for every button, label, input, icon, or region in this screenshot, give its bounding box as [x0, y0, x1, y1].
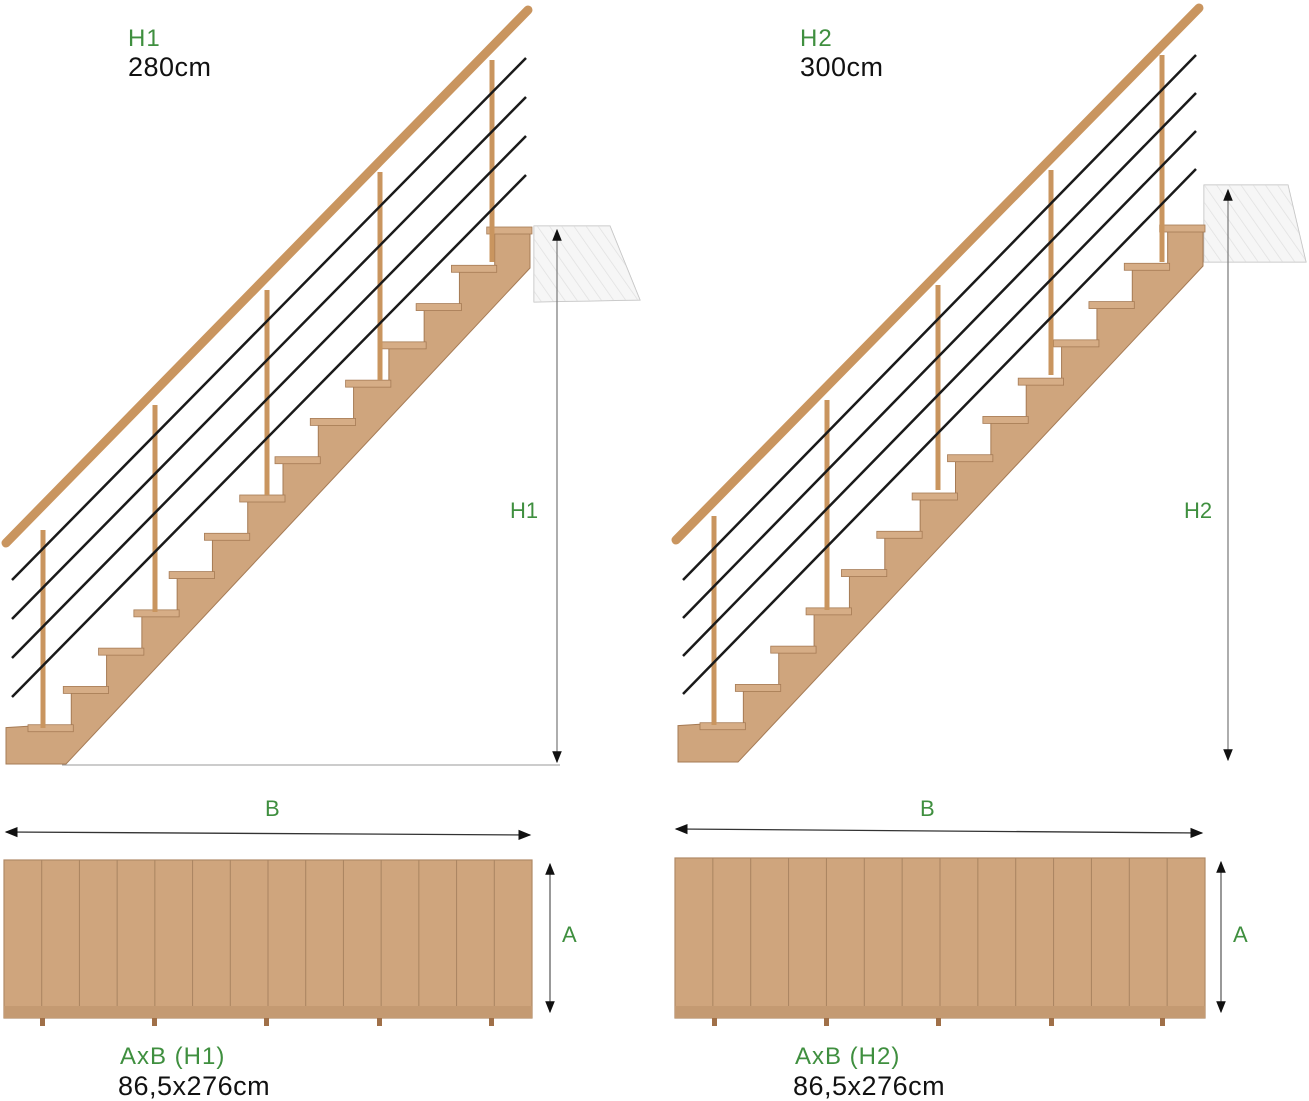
stair-elevation-h1 [1, 5, 641, 766]
stair-tread [380, 341, 427, 350]
handrail-h2 [671, 3, 1204, 545]
height-value-h2: 300cm [800, 52, 884, 82]
stair-tread [204, 532, 251, 541]
stair-tread [982, 416, 1029, 424]
stair-tread [98, 647, 145, 656]
height-value-h1: 280cm [128, 52, 212, 82]
width-dimension-h2 [674, 823, 1204, 839]
plan-posts-h1 [40, 1018, 494, 1026]
stair-tread [1053, 339, 1100, 348]
height-label-h1: H1 [128, 25, 161, 52]
dim-depth-label-h1: A [562, 922, 577, 947]
stair-tread [947, 454, 994, 463]
landing-block-h1 [533, 225, 641, 303]
stair-tread [699, 722, 746, 731]
stair-stringer-h1 [5, 226, 533, 765]
size-label-h1: AxB (H1) [120, 1043, 226, 1070]
stair-tread [1088, 301, 1135, 309]
plan-posts-h2 [712, 1018, 1165, 1026]
stair-tread [1159, 224, 1206, 233]
size-value-h1: 86,5x276cm [118, 1071, 271, 1101]
stair-tread [734, 684, 782, 692]
stair-tread [274, 456, 321, 465]
balusters-h1 [40, 60, 495, 728]
dim-depth-label-h2: A [1233, 922, 1248, 947]
size-label-h2: AxB (H2) [795, 1043, 901, 1070]
size-value-h2: 86,5x276cm [793, 1071, 946, 1101]
dim-width-label-h2: B [920, 796, 935, 821]
stair-tread [1017, 377, 1064, 386]
stair-tread [62, 686, 109, 694]
stair-elevation-h2 [671, 3, 1307, 763]
stair-tread [27, 724, 74, 733]
landing-block-h2 [1203, 184, 1307, 263]
dim-height-label-h1: H1 [510, 498, 539, 523]
stair-tread [841, 569, 888, 577]
dim-width-label-h1: B [265, 796, 280, 821]
stair-tread [451, 264, 498, 273]
stair-tread [911, 492, 958, 501]
plan-treads-h2 [712, 858, 1168, 1006]
stair-tread [309, 418, 356, 426]
stair-tread [345, 379, 392, 388]
stair-tread [239, 494, 286, 503]
stair-tread [486, 226, 533, 235]
stair-tread [168, 571, 215, 579]
stair-tread [876, 530, 923, 539]
stair-tread [770, 645, 817, 654]
stair-plan-h2 [674, 823, 1226, 1026]
stair-tread [415, 303, 462, 311]
stair-stringer-h2 [677, 224, 1206, 763]
stair-plan-h1 [3, 826, 555, 1026]
width-dimension-h1 [4, 826, 532, 841]
dim-height-label-h2: H2 [1184, 498, 1213, 523]
height-label-h2: H2 [800, 25, 833, 52]
balusters-h2 [711, 55, 1165, 725]
stair-tread [1123, 262, 1171, 271]
cables-h2 [682, 54, 1197, 695]
handrail-h1 [1, 5, 533, 548]
plan-treads-h1 [41, 860, 495, 1006]
cables-h1 [11, 57, 527, 698]
